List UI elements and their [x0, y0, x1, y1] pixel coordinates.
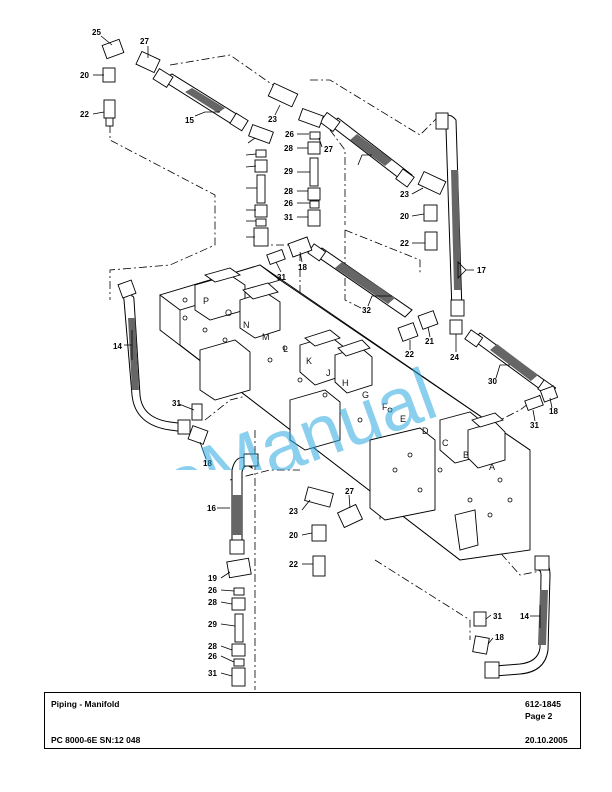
fittings: [101, 38, 559, 687]
callout-number: 32: [362, 306, 371, 315]
callout-number: 29: [284, 167, 293, 176]
callout-number: 31: [172, 399, 181, 408]
callout-number: 28: [208, 642, 217, 651]
block-letter: L: [283, 344, 288, 354]
callout-number: 21: [425, 337, 434, 346]
block-letter: M: [262, 332, 270, 342]
callout-number: 31: [530, 421, 539, 430]
hose-15-left: [152, 68, 249, 132]
callout-number: 28: [284, 144, 293, 153]
callout-number: 27: [345, 487, 354, 496]
title-block: Piping - Manifold 612-1845 Page 2 PC 800…: [44, 692, 581, 749]
callout-number: 28: [284, 187, 293, 196]
block-letter: B: [463, 450, 469, 460]
block-letter: H: [342, 378, 349, 388]
callout-number: 18: [549, 407, 558, 416]
callout-number: 17: [477, 266, 486, 275]
hose-14-right: [484, 555, 551, 679]
block-letter: K: [306, 356, 312, 366]
callout-number: 22: [289, 560, 298, 569]
block-letter: P: [203, 296, 209, 306]
hose-32: [307, 243, 413, 318]
callout-number: 14: [113, 342, 122, 351]
block-letter: J: [326, 368, 331, 378]
callout-number: 26: [285, 130, 294, 139]
callout-number: 29: [208, 620, 217, 629]
callout-number: 31: [208, 669, 217, 678]
block-letter: C: [442, 438, 449, 448]
callout-number: 23: [289, 507, 298, 516]
callout-number: 31: [277, 273, 286, 282]
hose-30: [464, 329, 557, 398]
block-letter: E: [400, 414, 406, 424]
part-number: 612-1845: [525, 699, 561, 709]
callout-number: 31: [493, 612, 502, 621]
hose-16: [229, 453, 259, 555]
page-number: Page 2: [525, 711, 553, 721]
manifold-assembly: [159, 264, 531, 561]
callout-number: 22: [405, 350, 414, 359]
callout-number: 26: [284, 199, 293, 208]
hose-14-left: [117, 279, 191, 435]
callout-number: 14: [520, 612, 529, 621]
callout-numbers: 25 27 20 22 15 23 26 28 27 29 28 26 31 2…: [80, 28, 558, 678]
callout-number: 27: [324, 145, 333, 154]
callout-number: 31: [284, 213, 293, 222]
callout-number: 25: [92, 28, 101, 37]
callout-number: 16: [207, 504, 216, 513]
callout-number: 27: [140, 37, 149, 46]
callout-number: 18: [203, 459, 212, 468]
callout-number: 23: [400, 190, 409, 199]
model-serial: PC 8000-6E SN:12 048: [51, 735, 141, 745]
callout-number: 18: [495, 633, 504, 642]
callout-number: 20: [400, 212, 409, 221]
block-letter: A: [489, 462, 495, 472]
callout-number: 18: [298, 263, 307, 272]
hoses: [117, 68, 557, 679]
callout-number: 22: [80, 110, 89, 119]
block-letter: O: [225, 308, 232, 318]
callout-leaders: [92, 35, 553, 677]
drawing-title: Piping - Manifold: [51, 699, 120, 709]
block-letter: D: [422, 426, 429, 436]
callout-number: 30: [488, 377, 497, 386]
callout-number: 24: [450, 353, 459, 362]
callout-number: 20: [289, 531, 298, 540]
callout-number: 22: [400, 239, 409, 248]
callout-number: 15: [185, 116, 194, 125]
revision-date: 20.10.2005: [525, 735, 568, 745]
callout-number: 28: [208, 598, 217, 607]
callout-number: 23: [268, 115, 277, 124]
hose-15-right: [319, 111, 415, 188]
callout-number: 20: [80, 71, 89, 80]
block-letter: F: [382, 402, 388, 412]
block-letter: N: [243, 320, 250, 330]
hose-17: [435, 112, 465, 317]
callout-number: 26: [208, 652, 217, 661]
callout-number: 26: [208, 586, 217, 595]
callout-number: 19: [208, 574, 217, 583]
block-letter: G: [362, 390, 369, 400]
block-letter-labels: P O N M L K J H G F E D C B A: [203, 296, 495, 472]
